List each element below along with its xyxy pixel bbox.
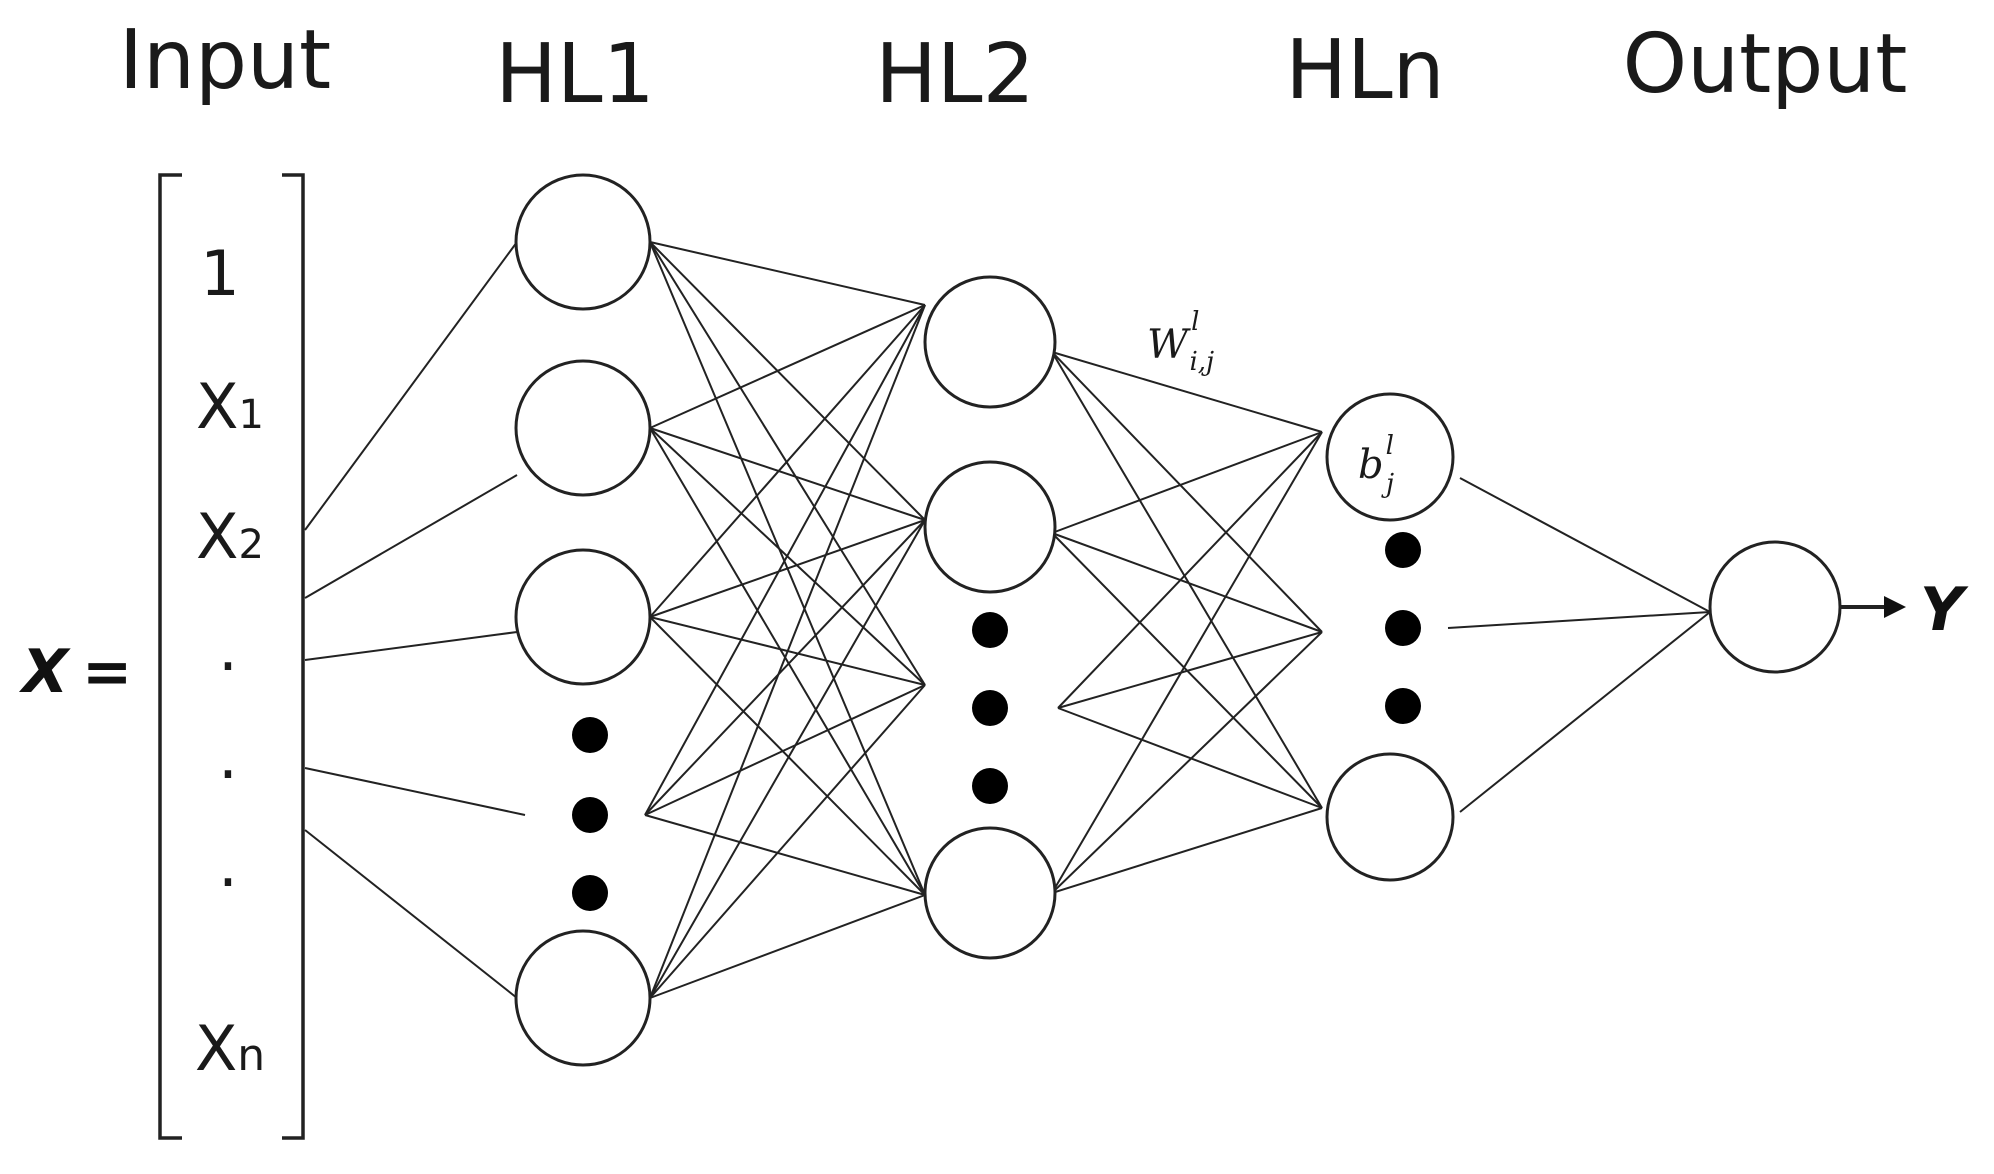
hl1-ellipsis-dot: [572, 797, 608, 833]
input-entry-x2: X2: [196, 500, 264, 573]
input-entry-dot-1: ·: [218, 630, 238, 703]
vector-bracket-right: [282, 173, 305, 1140]
hln-ellipsis-dot: [1385, 688, 1421, 724]
hl1-node-3: [514, 548, 652, 686]
hl1-ellipsis-dot: [572, 717, 608, 753]
layer-title-hl1: HL1: [495, 27, 655, 122]
input-entry-dot-3: ·: [218, 846, 238, 919]
vector-bracket-left: [158, 173, 182, 1140]
hl1-node-2: [514, 359, 652, 497]
hl2-ellipsis-dot: [972, 768, 1008, 804]
hln-node-1: [1325, 392, 1455, 522]
hl2-node-n: [923, 826, 1057, 960]
input-vector-symbol: X: [18, 637, 71, 707]
input-vector-equals: =: [82, 637, 132, 707]
hln-ellipsis-dot: [1385, 610, 1421, 646]
connection-edges: [304, 241, 1711, 999]
layer-title-output: Output: [1623, 17, 1908, 112]
layer-title-input: Input: [119, 13, 331, 108]
hl1-node-1: [514, 173, 652, 311]
input-entry-x1: X1: [196, 370, 264, 443]
input-entry-xn: Xn: [195, 1012, 265, 1085]
input-entry-dot-2: ·: [218, 738, 238, 811]
hl1-node-n: [514, 929, 652, 1067]
hl1-ellipsis-dot: [572, 875, 608, 911]
hl2-node-2: [923, 460, 1057, 594]
layer-title-hl2: HL2: [875, 27, 1035, 122]
output-node: [1708, 540, 1842, 674]
layer-title-hln: HLn: [1285, 23, 1444, 118]
hln-node-n: [1325, 752, 1455, 882]
output-symbol: Y: [1920, 575, 1969, 645]
input-entry-1: 1: [200, 237, 239, 310]
hln-ellipsis-dot: [1385, 532, 1421, 568]
hl2-ellipsis-dot: [972, 612, 1008, 648]
hl2-node-1: [923, 275, 1057, 409]
hl2-ellipsis-dot: [972, 690, 1008, 726]
output-arrow-head: [1884, 596, 1906, 618]
